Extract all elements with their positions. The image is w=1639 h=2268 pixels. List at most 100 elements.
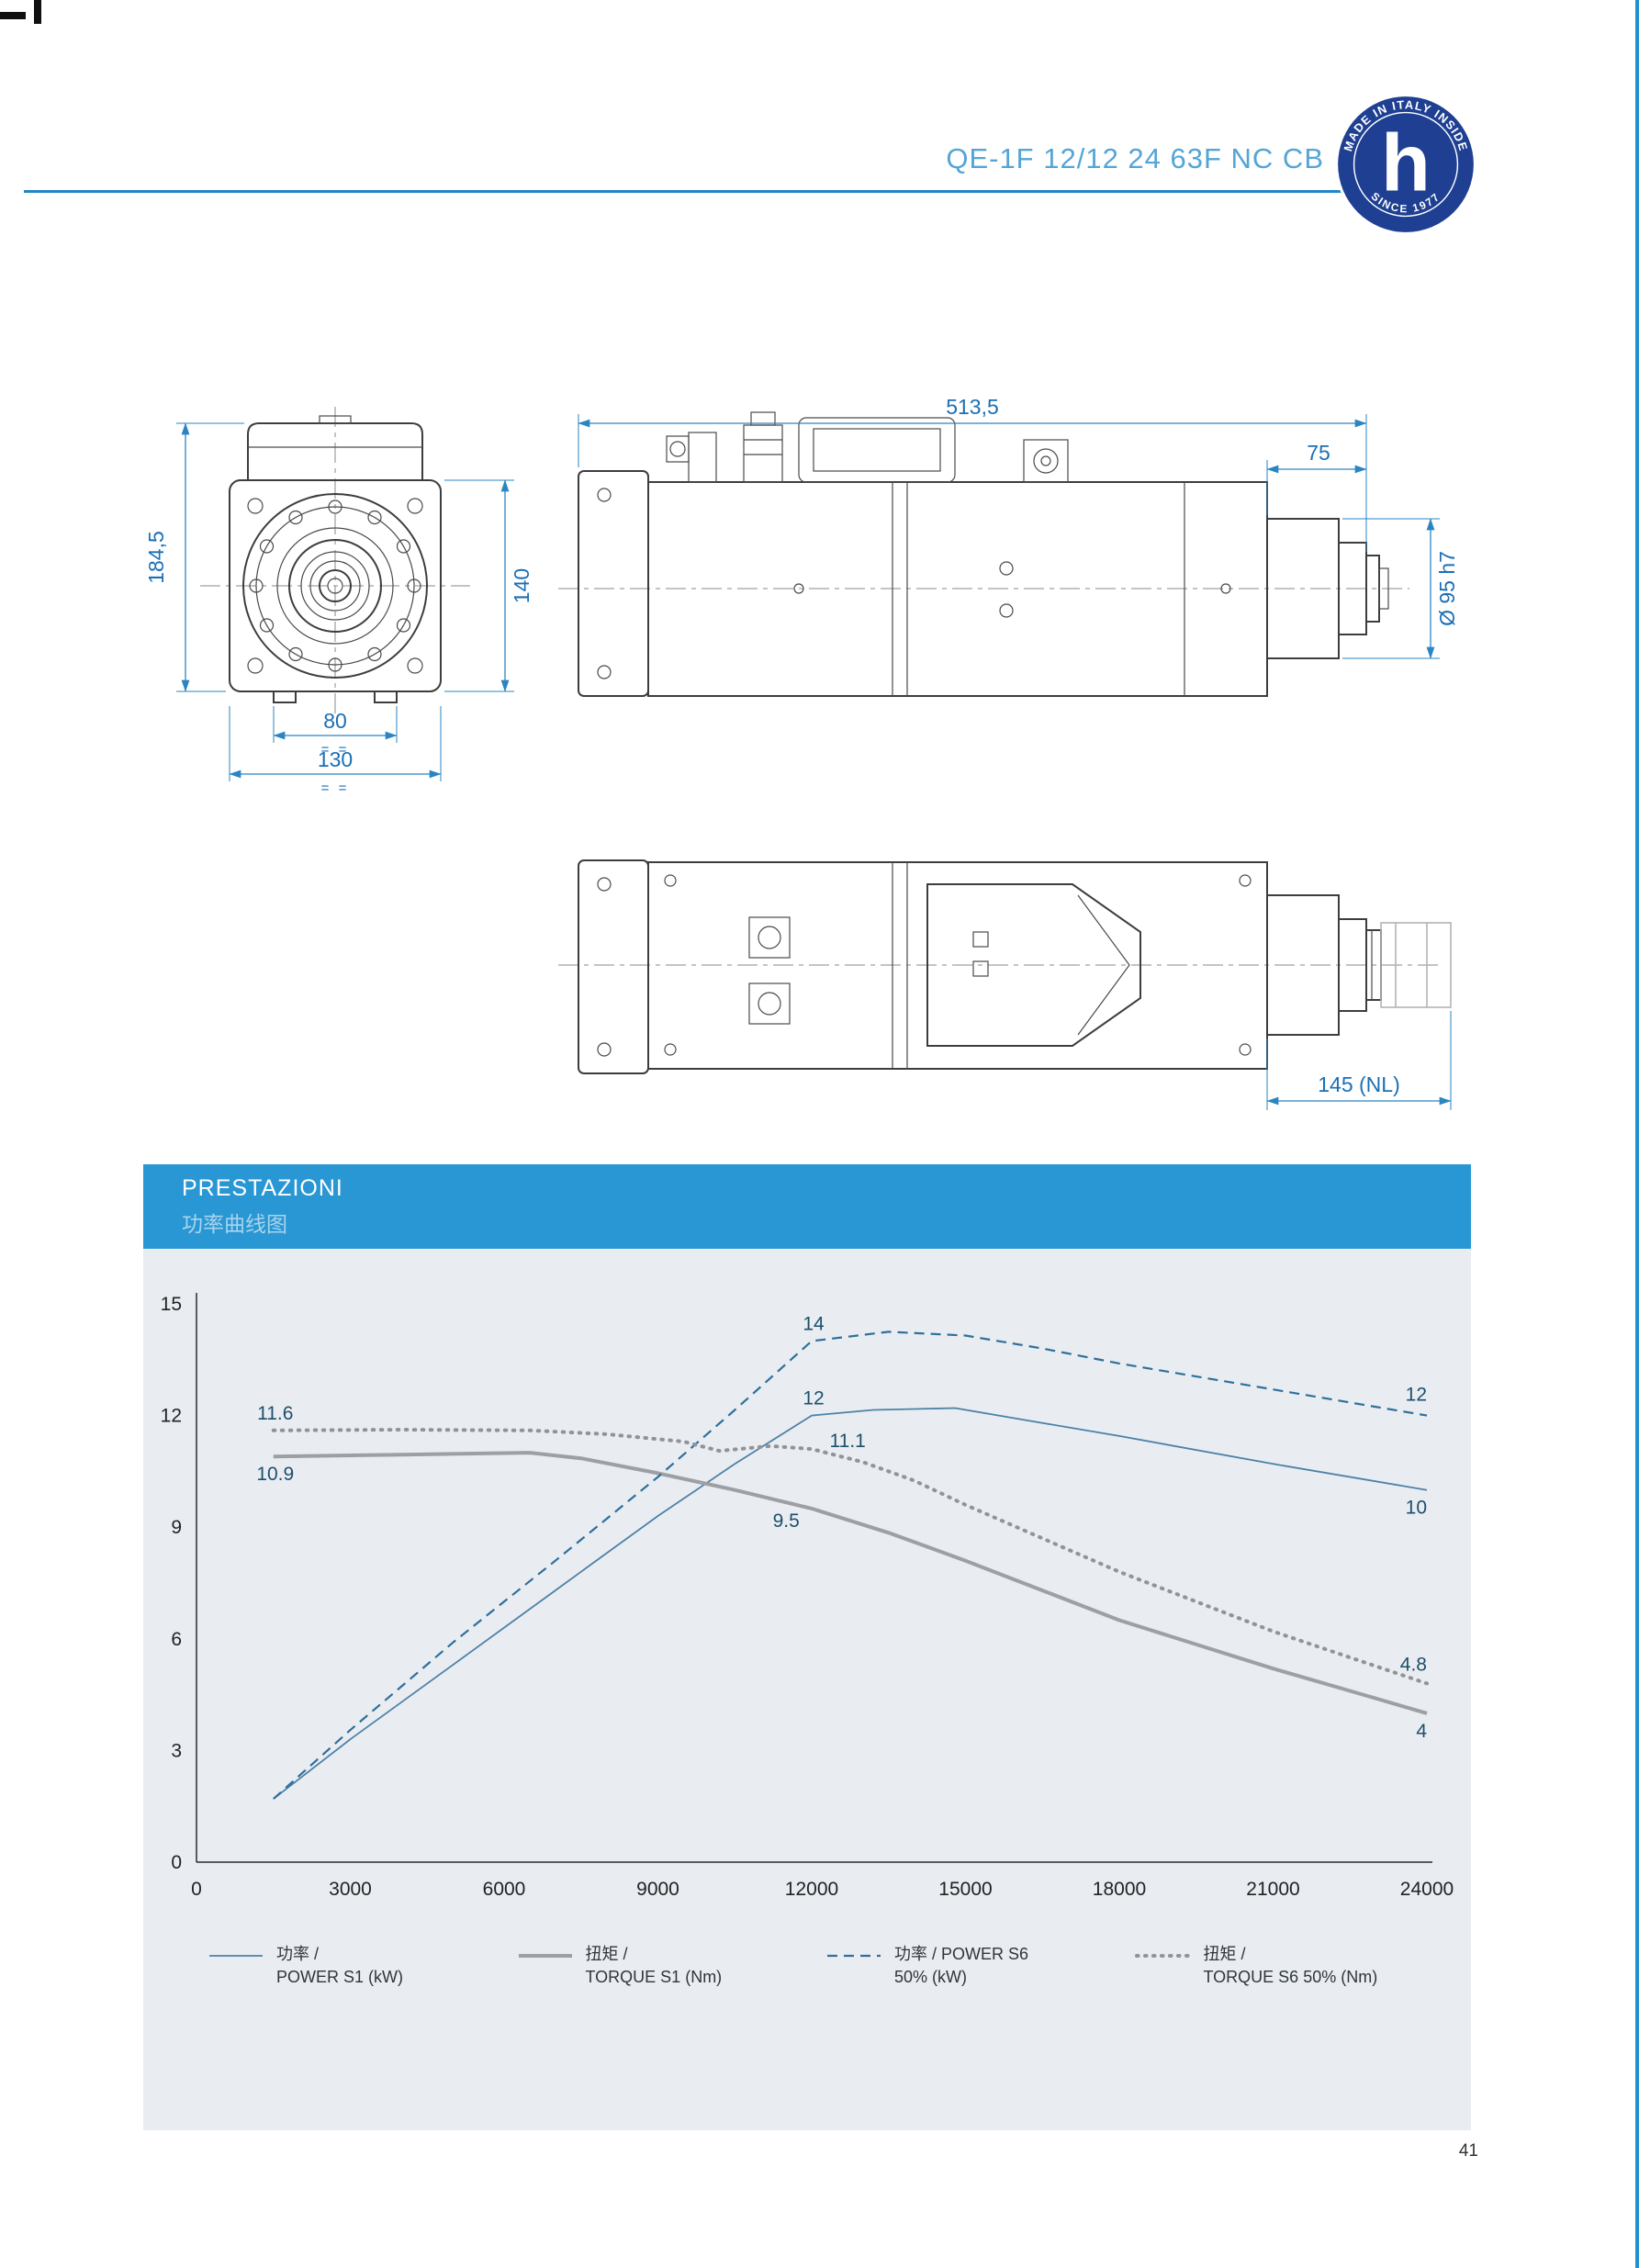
legend-swatch (209, 1955, 263, 1957)
bolt-holes (249, 500, 421, 672)
body-screw (1220, 583, 1231, 594)
x-tick-label: 9000 (636, 1879, 679, 1900)
x-tick-label: 6000 (483, 1879, 526, 1900)
body-screw (664, 874, 677, 887)
data-label: 4.8 (1400, 1654, 1427, 1675)
cover-plate (926, 883, 1141, 1047)
cover-screw (972, 960, 989, 977)
terminal-box (798, 417, 956, 483)
clamp-port (758, 926, 781, 949)
foot-tab (273, 691, 297, 703)
x-tick-label: 21000 (1246, 1879, 1299, 1900)
chart-title: PRESTAZIONI (182, 1175, 343, 1201)
x-tick-label: 0 (191, 1879, 202, 1900)
clamp-port (758, 992, 781, 1016)
chart-legend: 功率 /POWER S1 (kW) 扭矩 /TORQUE S1 (Nm) 功率 / … (143, 1943, 1471, 1989)
legend-swatch (827, 1954, 881, 1958)
data-label: 4 (1416, 1721, 1427, 1742)
badge-monogram: h (1381, 118, 1431, 208)
fan-port-center (1040, 455, 1051, 466)
bracket-screw (597, 488, 612, 502)
dimension-label: Ø 95 h7 (1435, 551, 1459, 626)
badge-inner-ring (1353, 111, 1459, 218)
side-view-drawing (558, 411, 1409, 697)
top-view-drawing (558, 859, 1452, 1074)
cover-screw (972, 931, 989, 948)
body-screw (793, 583, 804, 594)
top-view-dimensions: 145 (NL) (1266, 1011, 1452, 1110)
shaft-bore (319, 569, 352, 602)
dimension-label: 184,5 (144, 531, 168, 584)
body-screw (1239, 874, 1252, 887)
cable-gland (688, 432, 717, 483)
legend-label: 功率 /POWER S1 (kW) (276, 1945, 403, 1987)
x-tick-label: 12000 (785, 1879, 838, 1900)
bracket-screw (597, 877, 612, 892)
legend-item-4: 扭矩 /TORQUE S6 50% (Nm) (1134, 1943, 1444, 1989)
data-label: 9.5 (773, 1510, 800, 1532)
y-tick-label: 9 (171, 1517, 182, 1538)
spindle-ring (288, 539, 382, 633)
fan-box (1023, 439, 1069, 483)
tool-holder-ghost (1380, 922, 1452, 1008)
legend-label: 扭矩 /TORQUE S6 50% (Nm) (1203, 1945, 1378, 1987)
crop-mark-horizontal (0, 12, 26, 19)
mount-hole (247, 498, 264, 514)
legend-item-1: 功率 /POWER S1 (kW) (208, 1943, 517, 1989)
clamp-block (748, 982, 791, 1025)
front-view-drawing (200, 407, 470, 719)
shaft-center (327, 578, 343, 594)
dimension-label: 80 (323, 709, 347, 733)
dimension-label: 130 (318, 747, 353, 771)
body-screw (664, 1043, 677, 1056)
fan-port (1033, 448, 1059, 474)
legend-label: 扭矩 /TORQUE S1 (Nm) (585, 1945, 723, 1987)
page-edge-accent (1635, 0, 1639, 2268)
body-screw (1239, 1043, 1252, 1056)
dimension-label: 513,5 (946, 395, 999, 419)
symmetry-mark: = = (321, 742, 350, 758)
x-tick-label: 24000 (1400, 1879, 1454, 1900)
badge-disc (1338, 96, 1474, 232)
series-1-line (273, 1407, 1428, 1800)
data-label: 11.6 (257, 1403, 293, 1424)
cover-chamfer (1077, 894, 1130, 1036)
bracket-screw (597, 665, 612, 679)
dimension-label: 140 (510, 568, 533, 603)
bracket-screw (597, 1042, 612, 1057)
clamp-block (748, 916, 791, 959)
mount-hole (407, 657, 423, 674)
spindle-ring (276, 527, 394, 645)
body-screw (999, 561, 1014, 576)
cable-elbow-port (669, 441, 686, 457)
terminal-box-lid (813, 428, 941, 472)
bearing-face (242, 493, 428, 679)
mount-bracket (578, 470, 649, 697)
dimension-label: 145 (NL) (1318, 1072, 1399, 1096)
y-tick-label: 12 (161, 1406, 182, 1427)
top-housing-tab (319, 415, 352, 424)
y-tick-label: 0 (171, 1852, 182, 1873)
page-number: 41 (1458, 2141, 1478, 2161)
chart-subtitle: 功率曲线图 (182, 1212, 287, 1236)
page-title: QE-1F 12/12 24 63F NC CB (946, 142, 1324, 174)
series-3-line (273, 1330, 1428, 1800)
legend-swatch (1134, 1954, 1192, 1958)
data-label: 10 (1406, 1498, 1427, 1519)
side-view-dimensions: 513,5 75 Ø 95 h7 (578, 395, 1459, 659)
x-tick-label: 3000 (329, 1879, 372, 1900)
data-label: 14 (803, 1314, 825, 1335)
crop-mark-vertical (34, 0, 41, 24)
mount-hole (407, 498, 423, 514)
symmetry-mark: = = (321, 780, 350, 796)
header-rule (24, 190, 1420, 193)
cable-gland (743, 424, 783, 483)
collet-tip (1378, 567, 1389, 610)
y-tick-label: 3 (171, 1740, 182, 1761)
data-label: 11.1 (830, 1431, 866, 1452)
